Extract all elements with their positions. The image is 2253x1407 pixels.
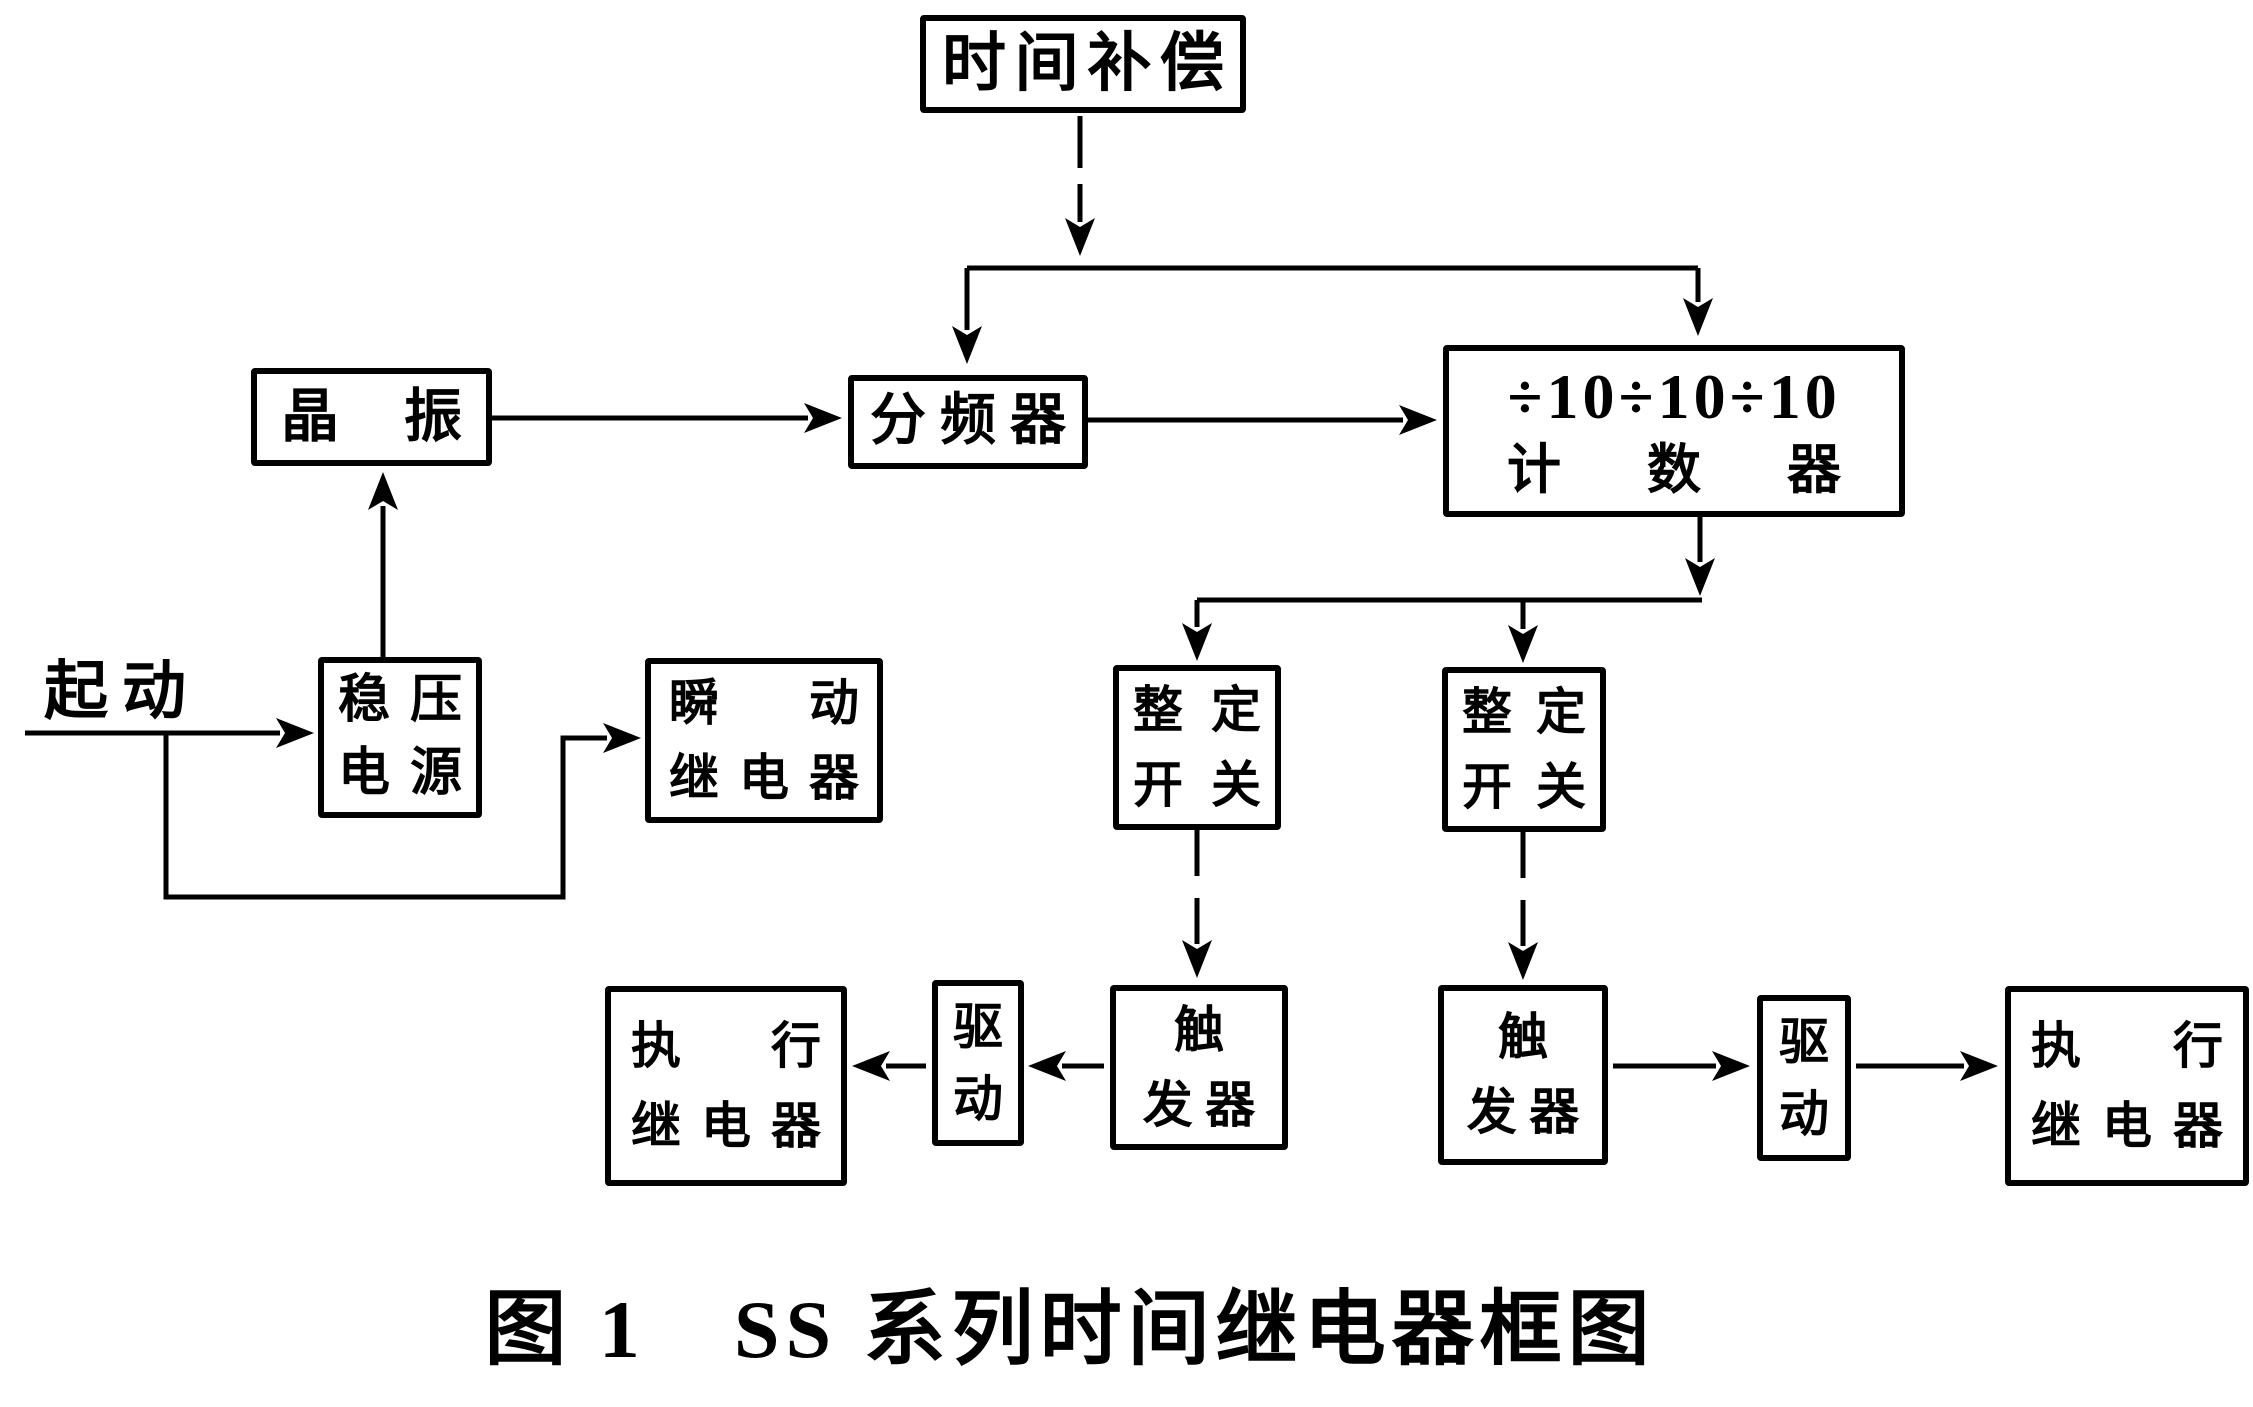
node-time-compensation: 时间补偿 bbox=[920, 15, 1246, 113]
node-driver-left: 驱 动 bbox=[932, 980, 1024, 1146]
node-setting-switch-right: 整定 开关 bbox=[1442, 667, 1606, 832]
node-driver-right: 驱 动 bbox=[1757, 995, 1851, 1161]
node-voltage-regulator: 稳压 电源 bbox=[318, 657, 482, 818]
figure-caption: 图 1 SS 系列时间继电器框图 bbox=[484, 1284, 1656, 1375]
node-instant-relay: 瞬动 继电器 bbox=[645, 658, 883, 823]
node-counter: ÷10÷10÷10 计数器 bbox=[1443, 345, 1905, 517]
node-exec-relay-right: 执行 继电器 bbox=[2005, 986, 2249, 1186]
node-setting-switch-left: 整定 开关 bbox=[1113, 665, 1281, 830]
start-input-label: 起动 bbox=[44, 656, 200, 727]
node-trigger-left: 触 发 器 bbox=[1110, 985, 1288, 1150]
node-frequency-divider: 分频器 bbox=[848, 375, 1088, 469]
node-crystal-oscillator: 晶振 bbox=[251, 368, 492, 466]
node-exec-relay-left: 执行 继电器 bbox=[605, 986, 847, 1186]
edge-start-branch-to-instant-relay bbox=[163, 723, 641, 900]
node-trigger-right: 触 发 器 bbox=[1438, 985, 1608, 1165]
